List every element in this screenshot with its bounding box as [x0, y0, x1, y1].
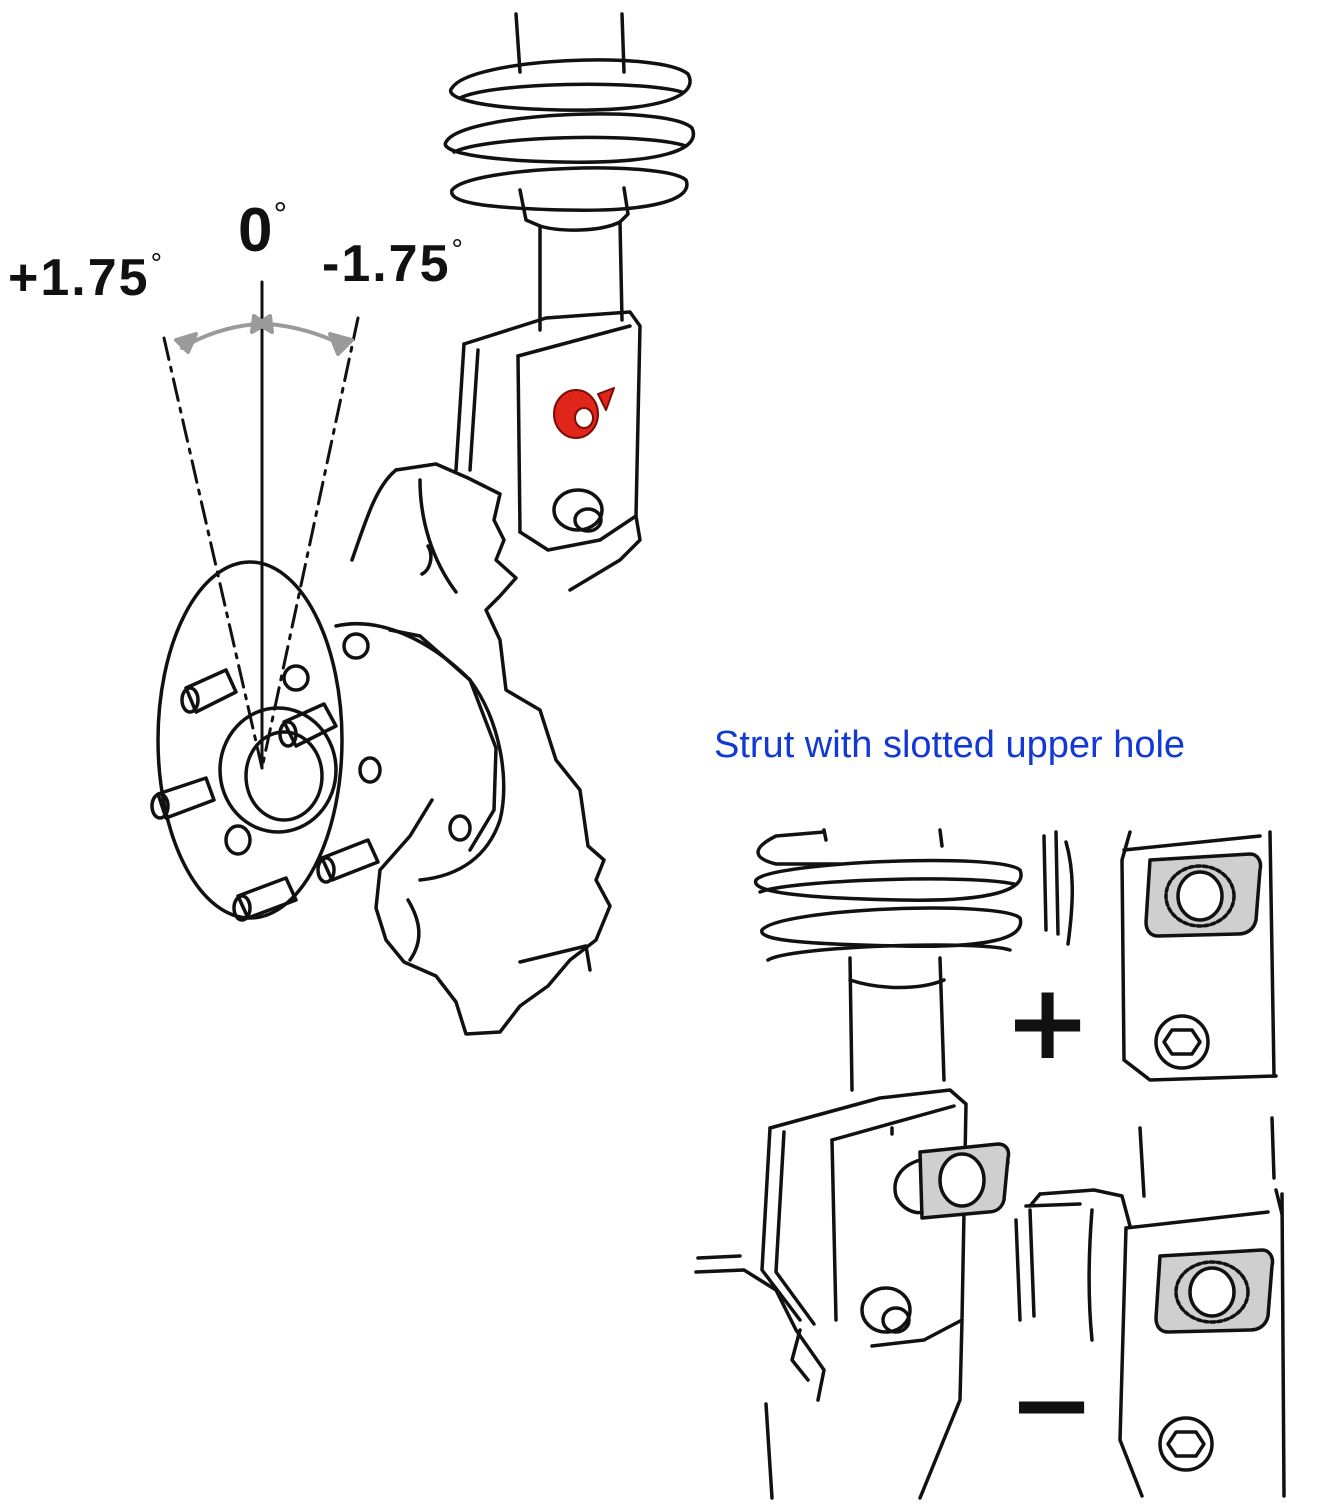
- main-strut: [443, 12, 696, 592]
- negative-camber-label: -1.75°: [322, 235, 465, 293]
- positive-camber-line: [162, 336, 264, 770]
- wheel-studs: [150, 668, 380, 922]
- inset-strut-assembly: [694, 828, 1023, 1500]
- degree-symbol: °: [273, 196, 288, 234]
- lower-strut-bolt: [552, 488, 604, 533]
- wheel-hub: [156, 560, 506, 920]
- plus-sign: +: [1004, 961, 1092, 1083]
- negative-camber-value: -1.75: [322, 235, 451, 293]
- steering-knuckle: [350, 462, 612, 1036]
- angle-arrows: [174, 314, 354, 356]
- camber-bolt-red: [553, 387, 615, 439]
- degree-symbol: °: [150, 248, 165, 280]
- camber-reference-lines: [162, 280, 360, 770]
- degree-symbol: °: [451, 234, 465, 266]
- positive-camber-value: +1.75: [8, 249, 150, 307]
- main-coil-spring: [443, 58, 696, 212]
- detail-minus-position: [1014, 1116, 1286, 1498]
- zero-camber-value: 0: [238, 196, 273, 265]
- zero-camber-label: 0°: [238, 198, 287, 262]
- detail-plus-position: [1042, 830, 1278, 1082]
- minus-sign: −: [1008, 1343, 1096, 1465]
- inset-title: Strut with slotted upper hole: [714, 724, 1186, 766]
- strut-mounting-bracket: [454, 310, 642, 592]
- negative-camber-line: [260, 316, 360, 770]
- inset-slotted-plate: [893, 1142, 1011, 1220]
- positive-camber-label: +1.75°: [8, 249, 164, 307]
